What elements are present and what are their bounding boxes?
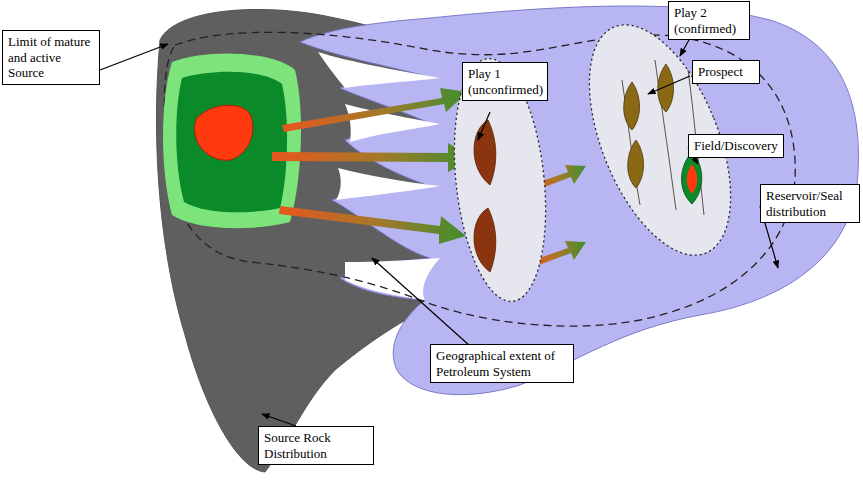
active-source	[176, 72, 287, 213]
finger-gaps	[318, 52, 440, 300]
callout-box: Limit of mature and active Source	[2, 30, 100, 85]
field-outline	[681, 152, 701, 204]
callout-box: Field/Discovery	[688, 134, 784, 158]
callout-box: Play 2 (confirmed)	[668, 1, 750, 40]
play-1-leads	[474, 120, 496, 272]
callout-box: Reservoir/Seal distribution	[760, 184, 860, 223]
callout-text: Play 2 (confirmed)	[674, 5, 744, 36]
callout-text: Limit of mature and active Source	[8, 34, 94, 81]
callout-box: Play 1 (unconfirmed)	[462, 62, 548, 101]
field-hydrocarbons	[687, 164, 698, 194]
callout-box: Geographical extent of Petroleum System	[430, 344, 574, 383]
callout-text: Geographical extent of Petroleum System	[436, 348, 568, 379]
reservoir-seal-area	[300, 6, 858, 395]
callout-text: Play 1 (unconfirmed)	[468, 66, 542, 97]
generation-kitchen	[195, 105, 253, 160]
prospects	[624, 64, 674, 188]
leader-lines	[100, 38, 778, 426]
mature-source-limit	[163, 54, 301, 229]
callout-text: Prospect	[698, 64, 754, 80]
play-1-outline	[443, 54, 556, 306]
petroleum-system-extent	[164, 32, 795, 326]
callout-text: Source Rock Distribution	[264, 430, 368, 461]
callout-box: Source Rock Distribution	[258, 426, 374, 465]
callout-text: Reservoir/Seal distribution	[766, 188, 854, 219]
callout-box: Prospect	[692, 60, 760, 84]
callout-text: Field/Discovery	[694, 138, 778, 154]
